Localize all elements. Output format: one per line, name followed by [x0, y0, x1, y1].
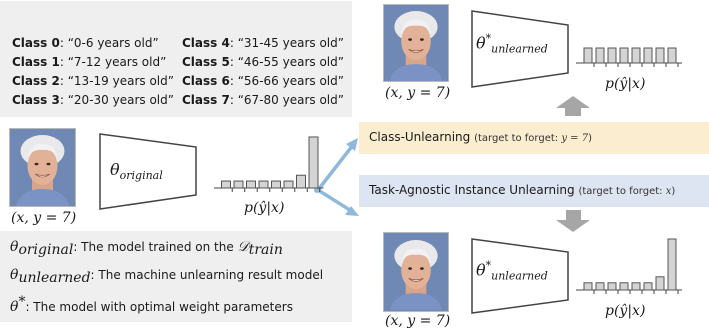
left-eye-shape: [408, 38, 413, 41]
probability-bar-class-4: [631, 47, 641, 64]
class-def-6: Class 6: “56-66 years old”: [182, 74, 344, 88]
input-face-image: [9, 128, 76, 207]
class-unlearning-banner: Class-Unlearning (target to forget: y = …: [359, 122, 709, 154]
probability-bar-class-6: [296, 174, 306, 189]
legend-unlearned: θunlearned: The machine unlearning resul…: [10, 267, 324, 287]
probability-bar-class-6: [655, 47, 665, 64]
right-eye-shape: [419, 38, 424, 41]
class-def-5: Class 5: “46-55 years old”: [182, 55, 344, 69]
class-def-3: Class 3: “20-30 years old”: [12, 93, 174, 107]
right-eye-shape: [419, 267, 424, 270]
branch-arrow-down: [317, 188, 354, 214]
flow-arrow-down-head: [556, 220, 590, 232]
probability-bar-class-0: [221, 180, 231, 189]
probability-bar-class-3: [619, 47, 629, 64]
class-unlearned-output-label: p(ŷ|x): [605, 76, 646, 92]
probability-bar-class-7: [667, 47, 677, 64]
branch-arrowhead-up: [346, 138, 358, 151]
task-agnostic-unlearning-banner: Task-Agnostic Instance Unlearning (targe…: [359, 175, 709, 207]
shirt-shape: [16, 189, 69, 206]
class-definitions-panel: Class 0: “0-6 years old” Class 1: “7-12 …: [0, 1, 352, 117]
probability-bar-class-0: [583, 47, 593, 64]
probability-bar-class-6: [655, 276, 665, 291]
class-unlearned-model-label: θ*unlearned: [476, 32, 548, 56]
left-eye-shape: [408, 267, 413, 270]
probability-bar-class-2: [607, 282, 617, 291]
task-unlearned-model-trapezoid: [471, 238, 569, 314]
class-unlearning-face-image: [383, 4, 449, 82]
flow-arrow-down-body: [566, 210, 581, 221]
smile-shape: [408, 49, 424, 53]
branch-arrowhead-down: [345, 206, 359, 216]
probability-bar-class-5: [643, 282, 653, 291]
shirt-shape: [389, 293, 443, 310]
hair-front-shape: [400, 19, 432, 35]
probability-bar-class-0: [583, 282, 593, 291]
probability-bar-class-1: [595, 282, 605, 291]
face-shape: [401, 22, 431, 61]
notation-legend-panel: θoriginal: The model trained on the 𝒟tra…: [0, 231, 352, 322]
original-output-label: p(ŷ|x): [244, 200, 285, 216]
probability-bar-class-3: [258, 180, 269, 189]
flow-arrow-up-head: [556, 96, 590, 108]
task-unlearning-caption: (x, y = 7): [385, 313, 451, 329]
portrait-icon: [10, 129, 75, 206]
probability-bar-class-7: [667, 238, 677, 291]
class-def-1: Class 1: “7-12 years old”: [12, 55, 167, 69]
class-def-7: Class 7: “67-80 years old”: [182, 93, 344, 107]
original-model-label: θoriginal: [110, 160, 163, 183]
hair-front-shape: [27, 143, 58, 159]
flow-arrow-up-body: [565, 107, 581, 116]
original-model-trapezoid: [99, 133, 197, 210]
class-def-4: Class 4: “31-45 years old”: [182, 36, 344, 50]
task-unlearned-output-histogram: [576, 238, 682, 294]
face-shape: [27, 147, 58, 185]
class-def-0: Class 0: “0-6 years old”: [12, 36, 159, 50]
original-output-histogram: [214, 136, 324, 192]
probability-bar-class-1: [233, 180, 244, 189]
probability-bar-class-3: [619, 282, 629, 291]
shirt-shape: [389, 64, 443, 81]
probability-bar-class-5: [643, 47, 653, 64]
face-shape: [401, 251, 431, 290]
probability-bar-class-4: [271, 180, 281, 189]
class-unlearning-note: (target to forget: y = 7): [474, 133, 592, 144]
left-eye-shape: [34, 162, 39, 166]
probability-bar-class-2: [246, 180, 256, 189]
hair-front-shape: [400, 248, 432, 264]
task-agnostic-note: (target to forget: x): [578, 186, 676, 197]
task-unlearned-model-label: θ*unlearned: [476, 259, 548, 283]
legend-original: θoriginal: The model trained on the 𝒟tra…: [10, 239, 283, 259]
probability-bar-class-2: [607, 47, 617, 64]
portrait-icon: [384, 5, 448, 81]
class-unlearned-model-trapezoid: [471, 10, 569, 88]
class-unlearning-caption: (x, y = 7): [385, 85, 451, 101]
class-unlearning-title: Class-Unlearning: [369, 130, 471, 144]
right-eye-shape: [46, 162, 51, 166]
probability-bar-class-7: [308, 136, 319, 189]
probability-bar-class-1: [595, 47, 605, 64]
branch-arrow-up: [316, 143, 355, 192]
class-def-2: Class 2: “13-19 years old”: [12, 74, 174, 88]
smile-shape: [34, 173, 51, 178]
input-caption: (x, y = 7): [11, 210, 77, 226]
probability-bar-class-5: [283, 180, 294, 189]
task-unlearned-output-label: p(ŷ|x): [605, 303, 646, 319]
class-unlearned-output-histogram: [576, 47, 682, 67]
task-agnostic-title: Task-Agnostic Instance Unlearning: [369, 183, 575, 197]
probability-bar-class-4: [631, 282, 641, 291]
legend-optimal: θ*: The model with optimal weight parame…: [10, 294, 293, 315]
portrait-icon: [384, 234, 448, 310]
task-unlearning-face-image: [383, 232, 449, 312]
smile-shape: [408, 278, 424, 282]
